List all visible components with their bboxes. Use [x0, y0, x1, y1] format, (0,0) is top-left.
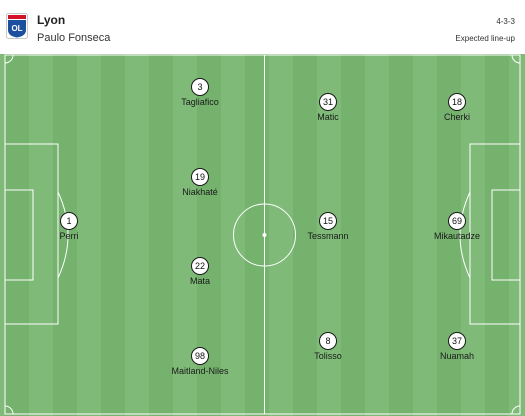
lineup-header: OL Lyon Paulo Fonseca 4-3-3 Expected lin…: [0, 0, 525, 54]
pitch-stripe: [437, 54, 461, 416]
pitch-stripe: [389, 54, 413, 416]
player-number: 1: [60, 212, 78, 230]
player-name: Tessmann: [307, 231, 349, 241]
pitch-stripe: [125, 54, 149, 416]
player-name: Matic: [317, 112, 339, 122]
formation-label: 4-3-3: [496, 17, 515, 26]
ol-crest-icon: OL: [6, 13, 28, 39]
player-name: Nuamah: [439, 351, 475, 361]
player-number: 15: [319, 212, 337, 230]
player-number: 19: [191, 168, 209, 186]
pitch-stripe: [149, 54, 173, 416]
coach-name[interactable]: Paulo Fonseca: [37, 32, 111, 44]
pitch-stripe: [509, 54, 525, 416]
pitch-stripe: [485, 54, 509, 416]
pitch-stripe: [365, 54, 389, 416]
player-name: Tolisso: [314, 351, 342, 361]
pitch-stripe: [269, 54, 293, 416]
player-number: 18: [448, 93, 466, 111]
centre-spot: [262, 233, 267, 237]
pitch-stripe: [461, 54, 485, 416]
player-maitland-niles[interactable]: 98 Maitland-Niles: [155, 347, 245, 377]
pitch-stripe: [293, 54, 317, 416]
player-name: Mata: [189, 276, 210, 286]
player-name: Cherki: [443, 112, 470, 122]
player-number: 98: [191, 347, 209, 365]
pitch-drawing: [0, 54, 525, 416]
player-number: 8: [319, 332, 337, 350]
pitch-stripe: [101, 54, 125, 416]
pitch-stripe: [341, 54, 365, 416]
pitch-stripe: [5, 54, 29, 416]
player-tolisso[interactable]: 8 Tolisso: [283, 332, 373, 362]
pitch-stripe: [53, 54, 77, 416]
player-number: 31: [319, 93, 337, 111]
player-perri[interactable]: 1 Perri: [24, 212, 114, 242]
player-nuamah[interactable]: 37 Nuamah: [412, 332, 502, 362]
player-cherki[interactable]: 18 Cherki: [412, 93, 502, 123]
player-mikautadze[interactable]: 69 Mikautadze: [412, 212, 502, 242]
lineup-type-label: Expected line-up: [455, 34, 515, 43]
player-mata[interactable]: 22 Mata: [155, 257, 245, 287]
player-number: 3: [191, 78, 209, 96]
team-name[interactable]: Lyon: [37, 13, 66, 27]
crest-text: OL: [11, 24, 22, 33]
player-name: Perri: [59, 231, 79, 241]
player-name: Mikautadze: [433, 231, 481, 241]
player-tessmann[interactable]: 15 Tessmann: [283, 212, 373, 242]
player-number: 37: [448, 332, 466, 350]
pitch-stripe: [413, 54, 437, 416]
pitch-stripe: [317, 54, 341, 416]
player-name: Maitland-Niles: [171, 366, 229, 376]
player-number: 22: [191, 257, 209, 275]
player-name: Niakhaté: [182, 187, 218, 197]
pitch-stripe: [77, 54, 101, 416]
player-number: 69: [448, 212, 466, 230]
player-niakhate[interactable]: 19 Niakhaté: [155, 168, 245, 198]
player-tagliafico[interactable]: 3 Tagliafico: [155, 78, 245, 108]
player-name: Tagliafico: [181, 97, 219, 107]
player-matic[interactable]: 31 Matic: [283, 93, 373, 123]
pitch: 1 Perri 3 Tagliafico 19 Niakhaté 22 Mata…: [0, 54, 525, 416]
